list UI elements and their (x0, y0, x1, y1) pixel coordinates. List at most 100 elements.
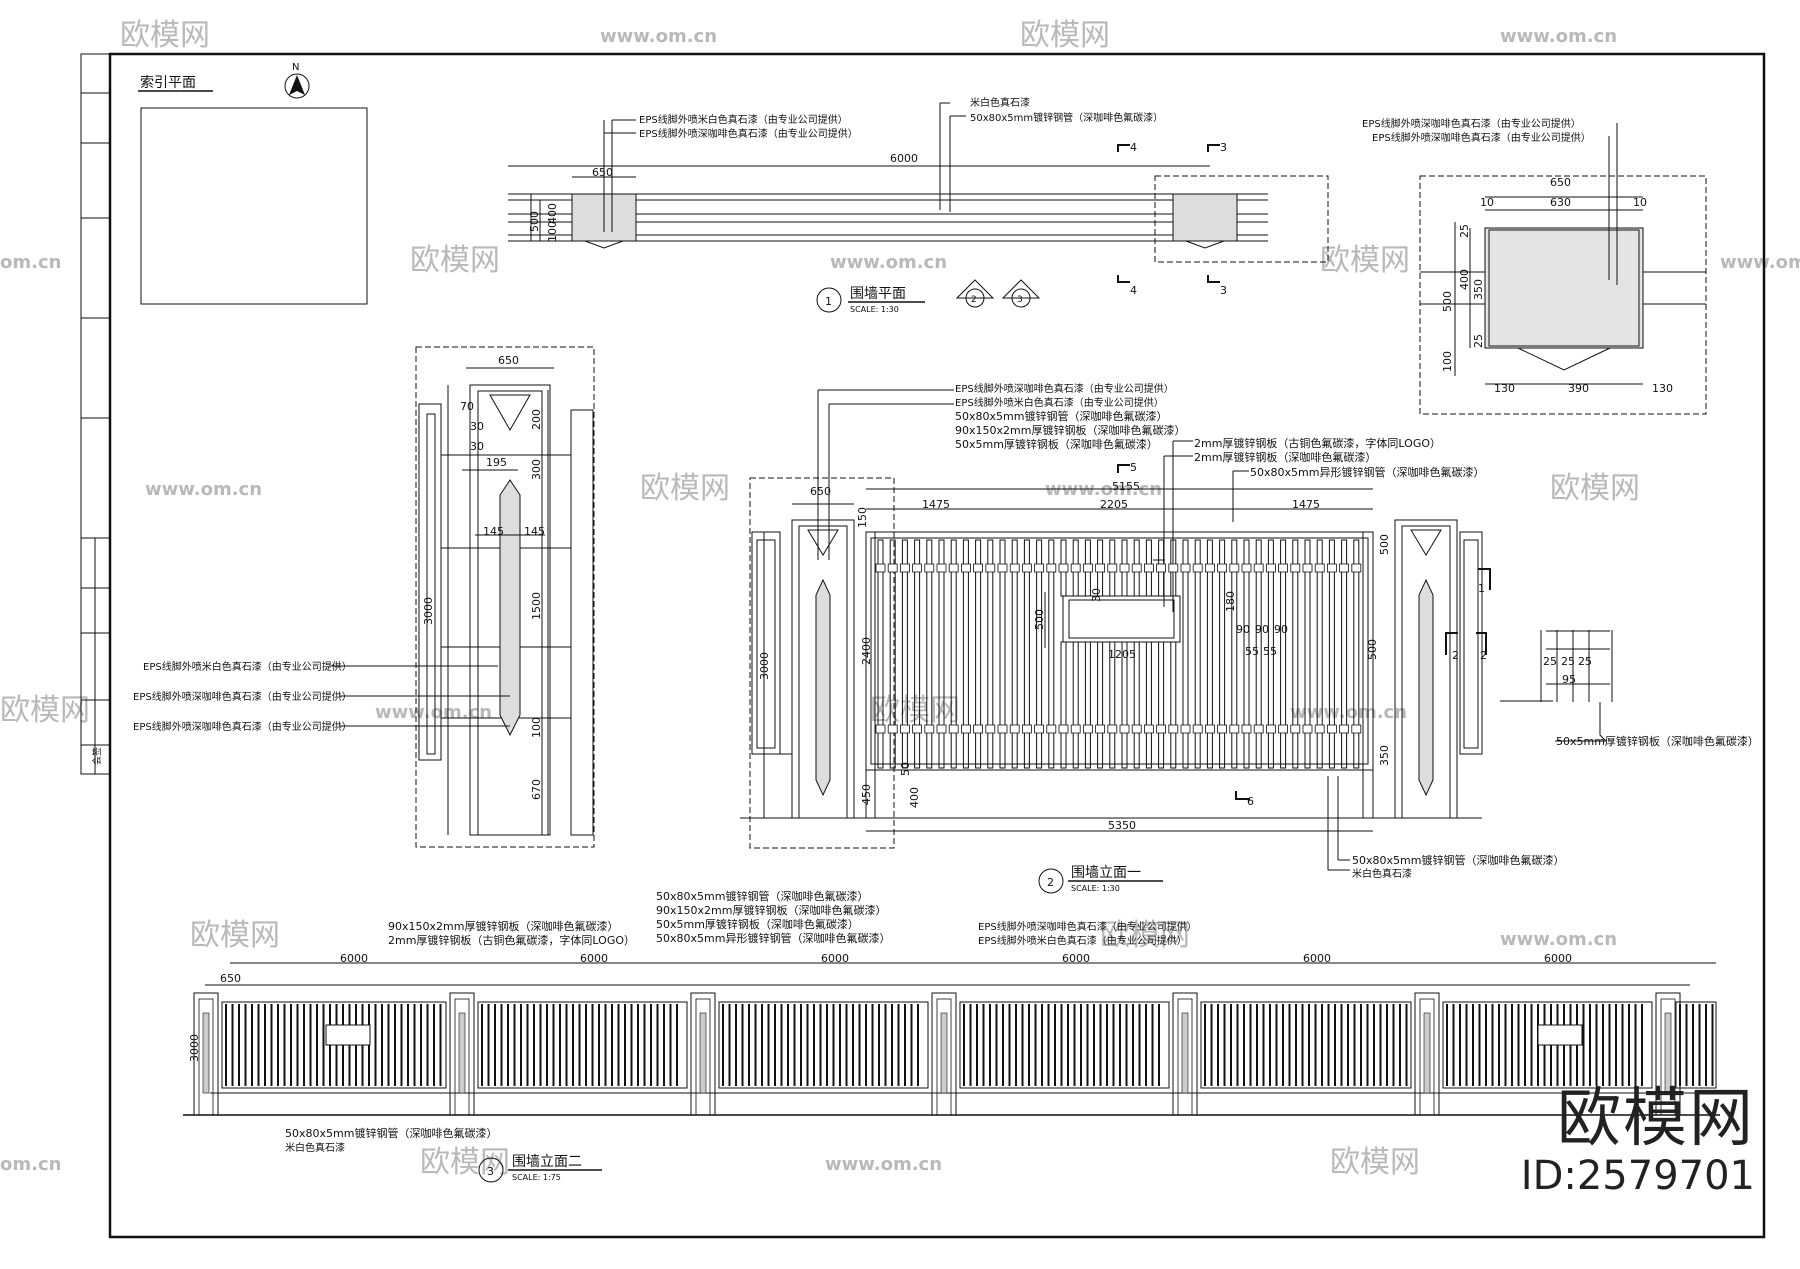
elevation-note: 90x150x2mm厚镀锌钢板（深咖啡色氟碳漆） (955, 423, 1185, 437)
section-mark: 5 (1130, 461, 1137, 474)
picket-plate (948, 563, 959, 573)
picket (1280, 539, 1287, 769)
wall-plan (508, 102, 1329, 283)
pier-inner (1177, 998, 1193, 1116)
elevation-dim: 500 (1033, 609, 1046, 630)
picket-plate (1107, 724, 1118, 734)
picket (1170, 641, 1177, 769)
picket (1048, 539, 1055, 769)
watermark-site: www.om.cn (830, 252, 947, 273)
pier-ornament (1664, 1012, 1672, 1094)
watermark: 欧模网 (420, 1145, 510, 1180)
section-dim: 30 (470, 420, 484, 433)
picket-plate (1339, 724, 1349, 734)
drawing-number-circle (478, 1157, 504, 1183)
section-symbol-icon (955, 279, 1041, 308)
elevation-dim: 500 (1378, 534, 1391, 555)
elevation-dim: 2205 (1100, 498, 1128, 511)
picket-plate (1144, 563, 1154, 573)
watermark: 欧模网 (1320, 243, 1410, 278)
elevation-two-labels: 6000 6000 6000 6000 6000 6000 650 3000 9… (188, 889, 1572, 1183)
section-dim: 100 (530, 717, 543, 738)
detail-dim: 25 (1543, 655, 1557, 668)
picket-plate (875, 563, 886, 573)
elev2-pier: 650 (220, 972, 241, 985)
pier-note: EPS线脚外喷深咖啡色真石漆（由专业公司提供） (1372, 131, 1591, 144)
picket-plate (1253, 724, 1264, 734)
picket (901, 539, 908, 769)
picket (1145, 641, 1152, 769)
picket (1243, 539, 1250, 769)
picket (1182, 539, 1189, 769)
picket-plate (1144, 724, 1154, 734)
picket (889, 539, 896, 769)
plan-dim-depth: 500 (528, 211, 541, 232)
elev2-note: EPS线脚外喷深咖啡色真石漆（由专业公司提供） (978, 920, 1197, 933)
picket (1133, 641, 1140, 769)
section-note: EPS线脚外喷深咖啡色真石漆（由专业公司提供） (133, 690, 352, 703)
watermark-site: www.om.cn (375, 702, 492, 723)
picket-plate (887, 724, 898, 734)
elevation-note: EPS线脚外喷深咖啡色真石漆（由专业公司提供） (955, 382, 1174, 395)
north-arrow-icon: N (284, 62, 310, 99)
picket (962, 539, 969, 769)
section-mark: 1 (1478, 582, 1485, 595)
picket (1292, 539, 1299, 769)
watermark: 欧模网 (410, 243, 500, 278)
section-dim: 3000 (422, 597, 435, 625)
elev2-span: 6000 (1303, 952, 1331, 965)
section-mark: 2 (1452, 649, 1459, 662)
picket-plate (1192, 563, 1203, 573)
watermark-site: www.om.cn (600, 26, 717, 47)
picket (1255, 539, 1262, 769)
watermark-site: www.om.cn (1500, 929, 1617, 950)
elevation-two-pickets (193, 992, 1717, 1116)
picket (1084, 641, 1091, 769)
picket-plate (1107, 563, 1118, 573)
picket-plate (1095, 724, 1105, 734)
picket-plate (1180, 563, 1191, 573)
pier-dim: 25 (1472, 334, 1485, 348)
wall-plan-labels: EPS线脚外喷米白色真石漆（由专业公司提供） EPS线脚外喷深咖啡色真石漆（由专… (528, 96, 1227, 314)
watermark-site: www.om.cn (1720, 252, 1800, 273)
pier-ornament (940, 1012, 948, 1094)
elev2-note: 90x150x2mm厚镀锌钢板（深咖啡色氟碳漆） (388, 919, 618, 933)
elev2-note: 米白色真石漆 (285, 1141, 345, 1154)
elev2-note: 50x5mm厚镀锌钢板（深咖啡色氟碳漆） (656, 917, 859, 931)
picket (1206, 539, 1213, 769)
picket-plate (1192, 724, 1203, 734)
section-detail (329, 346, 595, 848)
section-note: EPS线脚外喷米白色真石漆（由专业公司提供） (143, 660, 352, 673)
brand-id: ID:2579701 (1520, 1153, 1755, 1199)
elevation-scale: SCALE: 1:30 (1071, 884, 1120, 893)
pier-inner (695, 998, 711, 1116)
brand-logo: 欧模网 (1557, 1082, 1755, 1156)
picket-plate (1229, 563, 1240, 573)
elevation-dim: 50 (899, 762, 912, 776)
drawing-number-circle (1038, 868, 1064, 894)
pier-note: EPS线脚外喷深咖啡色真石漆（由专业公司提供） (1362, 117, 1581, 130)
elevation-dim: 450 (860, 784, 873, 805)
svg-text:N: N (292, 62, 299, 73)
section-detail-labels: 650 70 30 30 200 195 300 145 145 1500 30… (133, 354, 545, 800)
elev2-span: 6000 (821, 952, 849, 965)
picket-plate (875, 724, 886, 734)
picket-plate (1070, 563, 1081, 573)
elev2-note: 90x150x2mm厚镀锌钢板（深咖啡色氟碳漆） (656, 903, 886, 917)
elevation-dim: 1205 (1108, 648, 1136, 661)
picket-plate (1327, 724, 1337, 734)
elevation-dim: 5155 (1112, 480, 1140, 493)
pier-ornament (458, 1012, 466, 1094)
elevation-one (740, 389, 1613, 871)
picket-plate (997, 724, 1008, 734)
pier-dim: 500 (1441, 291, 1454, 312)
elev2-note: 2mm厚镀锌钢板（古铜色氟碳漆，字体同LOGO） (388, 933, 635, 947)
sheet-frame (80, 52, 1766, 1239)
picket (1097, 641, 1104, 769)
pier-ornament (202, 1012, 210, 1094)
picket-plate (1253, 563, 1264, 573)
elevation-dim: 150 (856, 507, 869, 528)
picket-plate (948, 724, 959, 734)
watermark-site-layer: www.om.cn www.om.cn om.cn www.om.cn www.… (0, 26, 1800, 1175)
